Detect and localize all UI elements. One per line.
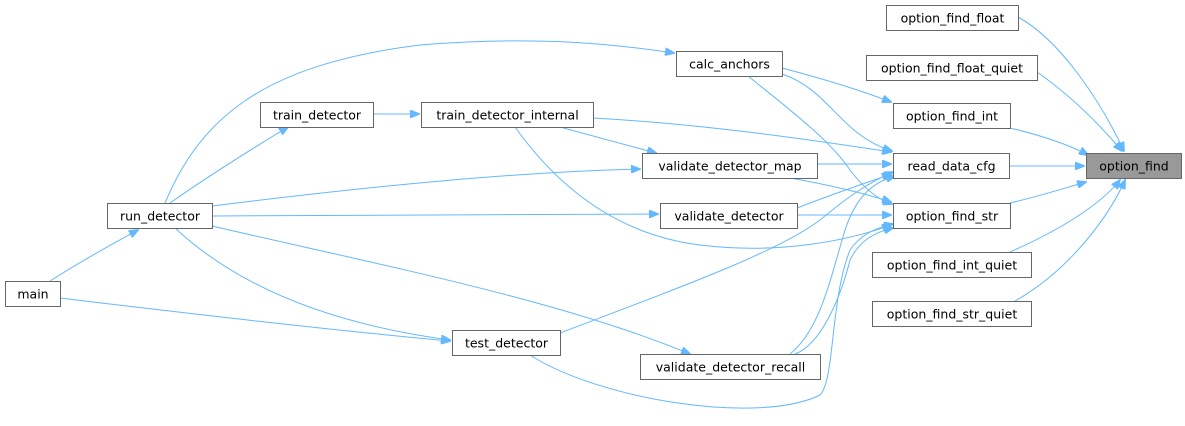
node-label: read_data_cfg [907, 159, 995, 174]
edge-main-to-test-detector [59, 297, 450, 341]
node-label: test_detector [465, 336, 549, 351]
edge-test-detector-to-option-find-str [529, 224, 893, 409]
edges-layer [49, 16, 1125, 409]
node-validate-detector-map[interactable]: validate_detector_map [642, 153, 818, 179]
edge-test-detector-to-read-data-cfg [559, 172, 893, 334]
node-box [893, 153, 1010, 179]
node-option-find-int-quiet[interactable]: option_find_int_quiet [872, 252, 1032, 278]
edge-validate-detector-map-to-option-find-str [789, 177, 891, 202]
node-label: calc_anchors [689, 57, 770, 72]
node-box [642, 153, 818, 179]
node-validate-detector-recall[interactable]: validate_detector_recall [640, 354, 821, 380]
edge-validate-detector-to-read-data-cfg [796, 174, 891, 209]
node-run-detector[interactable]: run_detector [107, 203, 213, 229]
node-train-detector[interactable]: train_detector [260, 102, 374, 128]
node-train-detector-internal[interactable]: train_detector_internal [421, 102, 594, 128]
node-label: validate_detector [674, 209, 784, 224]
edge-run-detector-to-calc-anchors [164, 40, 674, 204]
edge-main-to-run-detector [49, 230, 138, 282]
node-label: option_find [1099, 159, 1169, 174]
node-option-find-str[interactable]: option_find_str [893, 203, 1011, 229]
node-label: run_detector [120, 209, 201, 224]
node-box [676, 51, 783, 77]
node-box [886, 5, 1019, 31]
node-label: option_find_float_quiet [881, 61, 1023, 76]
node-label: option_find_str_quiet [887, 307, 1018, 322]
edge-train-detector-internal-to-validate-detector-map [559, 126, 656, 153]
edge-option-find-int-quiet-to-option-find [1009, 180, 1120, 253]
node-box [872, 252, 1032, 278]
node-box [660, 203, 798, 229]
edge-run-detector-to-validate-detector-map [211, 169, 640, 207]
node-test-detector[interactable]: test_detector [452, 330, 561, 356]
edge-calc-anchors-to-option-find-str [747, 75, 892, 204]
node-box [640, 354, 821, 380]
edge-validate-detector-recall-to-option-find-str [794, 228, 893, 355]
node-calc-anchors[interactable]: calc_anchors [676, 51, 783, 77]
nodes-layer: option_find option_find_float option_find_… [5, 5, 1182, 380]
node-read-data-cfg[interactable]: read_data_cfg [893, 153, 1010, 179]
node-box [421, 102, 594, 128]
node-validate-detector[interactable]: validate_detector [660, 203, 798, 229]
node-box [893, 203, 1011, 229]
node-main[interactable]: main [5, 281, 61, 307]
node-label: option_find_int [906, 109, 998, 124]
node-box [452, 330, 561, 356]
edge-option-find-str-quiet-to-option-find [1014, 180, 1125, 302]
node-option-find-float[interactable]: option_find_float [886, 5, 1019, 31]
node-label: validate_detector_recall [656, 360, 806, 375]
edge-validate-detector-recall-to-read-data-cfg [789, 176, 895, 355]
node-box [107, 203, 213, 229]
edge-run-detector-to-validate-detector [211, 214, 658, 216]
edge-run-detector-to-train-detector [169, 127, 288, 204]
node-box [1086, 153, 1182, 179]
edge-option-find-float-to-option-find [1017, 16, 1124, 151]
node-label: train_detector_internal [436, 108, 578, 123]
node-option-find-str-quiet[interactable]: option_find_str_quiet [872, 301, 1032, 327]
edge-run-detector-to-validate-detector-recall [211, 225, 690, 354]
edge-option-find-int-to-option-find [1009, 127, 1088, 155]
edge-option-find-float-quiet-to-option-find [1036, 71, 1122, 151]
edge-option-find-str-to-option-find [1009, 182, 1086, 204]
edge-train-detector-internal-to-read-data-cfg [592, 117, 891, 152]
node-label: main [17, 287, 48, 302]
node-label: option_find_int_quiet [887, 258, 1017, 273]
edge-run-detector-to-test-detector [174, 227, 450, 340]
node-box [866, 55, 1038, 81]
node-option-find-float-quiet[interactable]: option_find_float_quiet [866, 55, 1038, 81]
node-box [260, 102, 374, 128]
node-box [5, 281, 61, 307]
edge-calc-anchors-to-read-data-cfg [781, 73, 892, 151]
node-label: train_detector [273, 108, 362, 123]
node-option-find[interactable]: option_find [1086, 153, 1182, 179]
node-box [893, 103, 1011, 129]
node-label: option_find_str [906, 209, 999, 224]
node-label: validate_detector_map [658, 159, 801, 174]
node-label: option_find_float [901, 11, 1005, 26]
node-option-find-int[interactable]: option_find_int [893, 103, 1011, 129]
edge-train-detector-internal-to-option-find-str [514, 126, 891, 249]
edge-calc-anchors-to-option-find-int [781, 67, 891, 102]
node-box [872, 301, 1032, 327]
